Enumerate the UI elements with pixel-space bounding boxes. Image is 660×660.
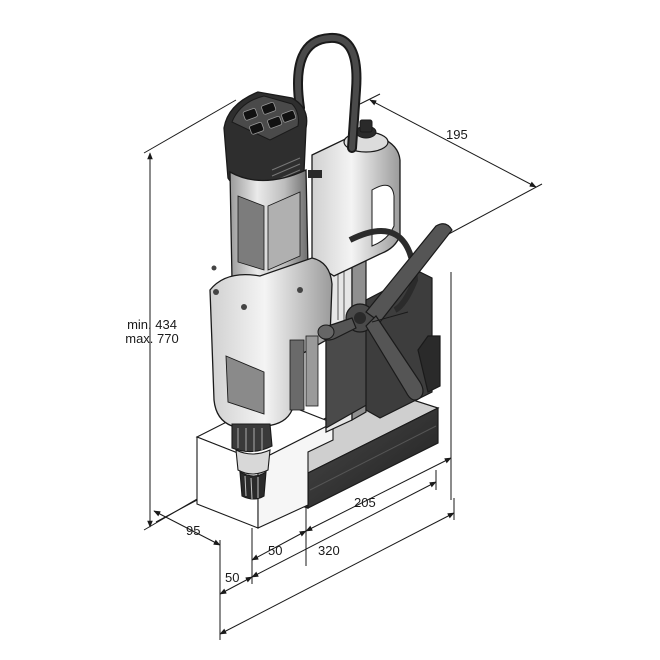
chuck — [231, 423, 273, 500]
depth-extension-left — [359, 93, 381, 105]
gearbox-screw-1 — [241, 304, 247, 310]
keypad-button-5 — [281, 110, 297, 123]
front-width-label: 95 — [186, 523, 201, 538]
keypad-button-4 — [267, 116, 283, 129]
gearbox-screw-4 — [211, 265, 217, 271]
overall-length-label: 320 — [318, 543, 340, 558]
depth-label: 195 — [446, 127, 468, 142]
front-width-extension — [155, 499, 198, 523]
offset-a-label: 50 — [268, 543, 283, 558]
height-extension-top — [143, 99, 237, 154]
height-min-label: min. 434 — [127, 317, 177, 332]
keypad-button-3 — [249, 122, 265, 135]
keypad-button-2 — [261, 102, 277, 115]
motor — [223, 91, 322, 286]
gearbox-screw-3 — [213, 289, 219, 295]
chuck-lower-ring — [235, 449, 271, 475]
base-width-label: 205 — [354, 495, 376, 510]
gearbox-screw-2 — [297, 287, 303, 293]
keypad-button-1 — [242, 108, 258, 121]
offset-b-label: 50 — [225, 570, 240, 585]
gearbox — [209, 257, 333, 427]
total-baseline — [219, 512, 455, 635]
depth-dimension-line — [369, 99, 537, 188]
slide-rod — [289, 339, 305, 411]
feed-handle — [317, 223, 453, 401]
feed-arm-upper — [365, 223, 453, 323]
height-max-label: max. 770 — [125, 331, 179, 346]
feed-arm-lower — [365, 315, 424, 401]
column-guard-bracket — [417, 335, 441, 393]
annular-cutter — [239, 470, 267, 500]
height-label: min. 434 max. 770 — [102, 318, 202, 346]
